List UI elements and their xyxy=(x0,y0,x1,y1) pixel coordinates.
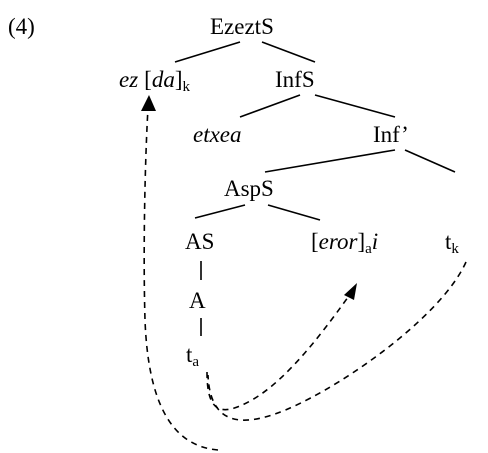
node-eror-i-text: i xyxy=(372,229,378,254)
branch-ezezts-infs xyxy=(261,41,316,63)
node-da-open-bracket: [ xyxy=(144,67,152,92)
node-da-close-bracket: ] xyxy=(175,67,183,92)
node-da-text: da xyxy=(152,67,175,92)
example-number: (4) xyxy=(8,14,35,39)
node-as: AS xyxy=(185,229,214,254)
node-infs: InfS xyxy=(275,67,315,92)
branch-asps-eror xyxy=(267,204,321,221)
node-t-k: tk xyxy=(445,229,459,257)
node-t-a: ta xyxy=(186,342,199,370)
node-eror-text: eror xyxy=(319,229,359,254)
node-eror-i: [eror]ai xyxy=(311,229,378,257)
node-a: A xyxy=(189,288,206,313)
node-t-a-subscript: a xyxy=(192,354,199,370)
branch-infs-infbar xyxy=(314,94,396,118)
node-ezezts: EzeztS xyxy=(210,14,274,39)
node-ez-da: ez[da]k xyxy=(119,67,191,95)
node-asps: AspS xyxy=(224,176,274,201)
node-da-subscript: k xyxy=(183,79,191,95)
movement-arrow-ta-to-eror xyxy=(206,292,352,411)
node-eror-close-bracket: ] xyxy=(357,229,365,254)
arrowhead-eror xyxy=(344,283,357,300)
node-t-k-subscript: k xyxy=(451,241,459,257)
node-t-a-base: t xyxy=(186,342,193,367)
branch-infs-etxea xyxy=(239,94,301,118)
branch-infbar-asps xyxy=(264,149,396,173)
arrowhead-ez-da xyxy=(141,95,156,111)
node-t-k-base: t xyxy=(445,229,452,254)
branch-ezezts-ez xyxy=(174,41,241,63)
node-eror-subscript: a xyxy=(365,241,372,257)
movement-arrow-tk-to-da xyxy=(207,261,467,421)
node-ez-text: ez xyxy=(119,67,138,92)
node-eror-open-bracket: [ xyxy=(311,229,319,254)
node-etxea: etxea xyxy=(193,122,242,147)
branch-infbar-tk xyxy=(404,149,456,173)
movement-arrow-to-ez-da xyxy=(143,107,219,451)
branch-asps-as xyxy=(194,204,246,219)
node-inf-bar: Inf’ xyxy=(373,122,409,147)
